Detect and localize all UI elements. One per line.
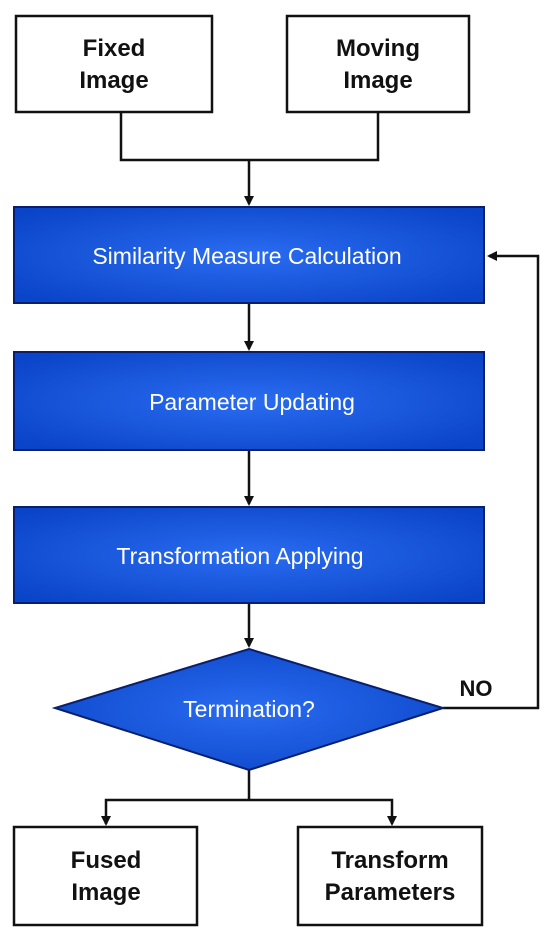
parameter-updating-node: Parameter Updating <box>13 351 485 451</box>
termination-label: Termination? <box>183 696 315 722</box>
transform-parameters-line1: Transform <box>331 847 448 874</box>
fixed-image-line2: Image <box>79 67 148 94</box>
similarity-measure-node: Similarity Measure Calculation <box>13 206 485 304</box>
fused-image-line2: Image <box>71 879 140 906</box>
termination-decision-node: Termination? <box>51 647 447 772</box>
no-edge-label: NO <box>460 676 493 701</box>
fused-image-node: Fused Image <box>12 825 199 927</box>
transform-parameters-line2: Parameters <box>325 879 456 906</box>
edge-to-fused-image <box>101 798 249 826</box>
fixed-image-node: Fixed Image <box>14 14 214 114</box>
connectors <box>101 111 540 826</box>
fused-image-line1: Fused <box>71 847 142 874</box>
parameter-updating-label: Parameter Updating <box>149 389 355 415</box>
transformation-applying-node: Transformation Applying <box>13 506 485 604</box>
transform-parameters-node: Transform Parameters <box>296 825 484 927</box>
moving-image-line2: Image <box>343 67 412 94</box>
moving-image-node: Moving Image <box>285 14 471 114</box>
fixed-image-line1: Fixed <box>83 35 146 62</box>
edge-to-transform-parameters <box>249 798 397 826</box>
similarity-measure-label: Similarity Measure Calculation <box>92 243 401 269</box>
transformation-applying-label: Transformation Applying <box>116 543 363 569</box>
edge-inputs-to-similarity <box>119 111 380 162</box>
moving-image-line1: Moving <box>336 35 420 62</box>
edge-no-loop <box>443 251 540 710</box>
